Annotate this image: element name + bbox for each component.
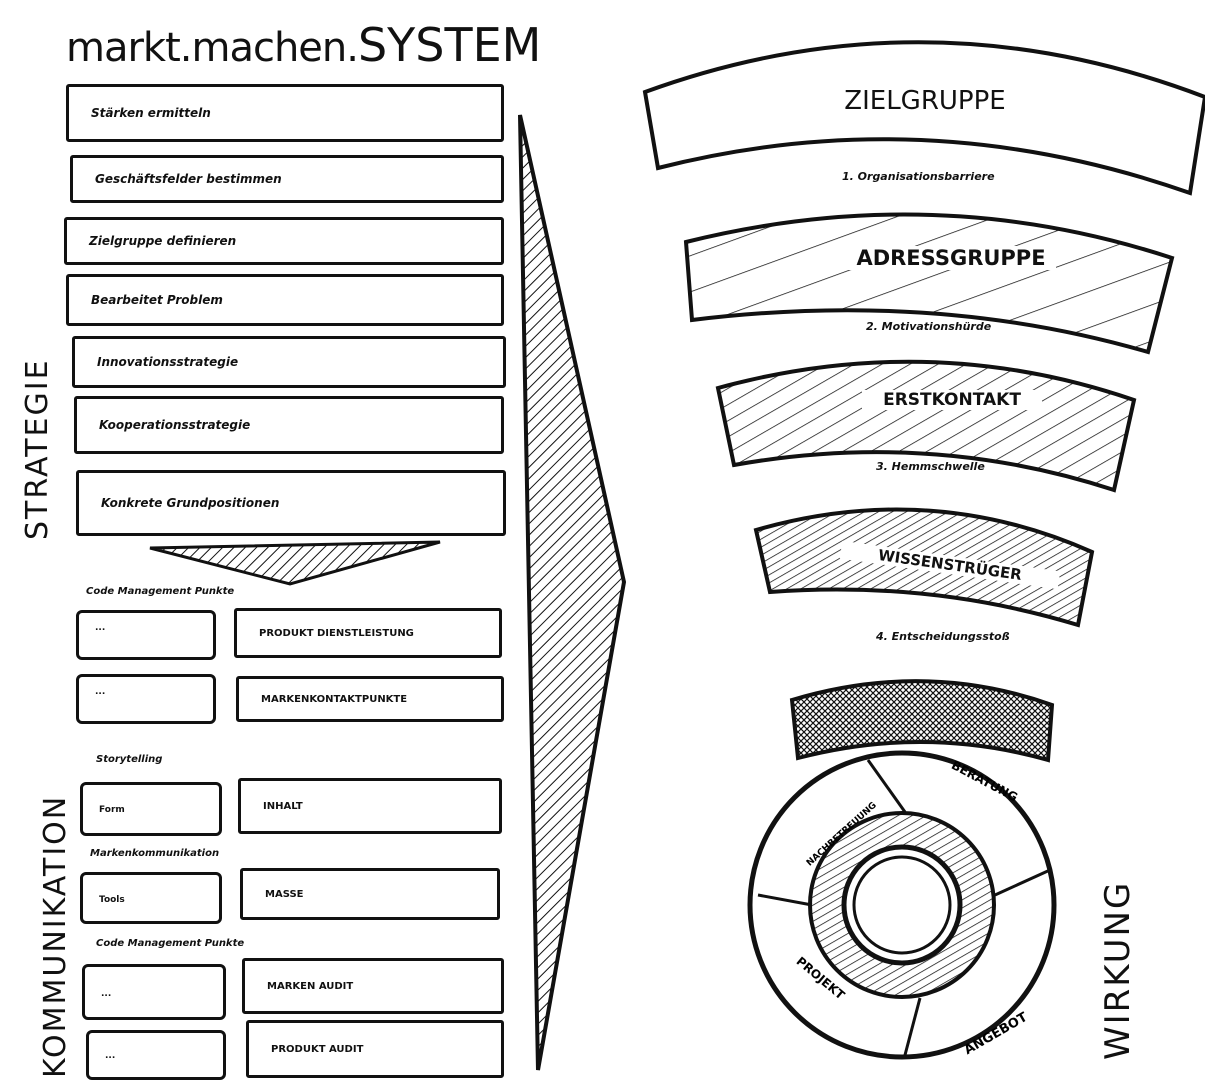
- comm-left-box: Form: [80, 782, 222, 836]
- cycle-inner-ring: [844, 847, 960, 963]
- comm-right-box: PRODUKT DIENSTLEISTUNG: [234, 608, 502, 658]
- comm-left-box: ...: [76, 674, 216, 724]
- comm-right-box: MARKENKONTAKTPUNKTE: [236, 676, 504, 722]
- comm-section-label: Storytelling: [96, 754, 162, 765]
- barrier-note: 1. Organisationsbarriere: [842, 170, 995, 183]
- comm-right-box: MASSE: [240, 868, 500, 920]
- funnel-label-adressgruppe: ADRESSGRUPPE: [846, 246, 1056, 270]
- comm-right-label: INHALT: [263, 801, 303, 812]
- comm-left-box: ...: [86, 1030, 226, 1080]
- barrier-note: 4. Entscheidungsstoß: [876, 630, 1010, 643]
- comm-right-label: PRODUKT AUDIT: [271, 1044, 363, 1055]
- comm-right-box: INHALT: [238, 778, 502, 834]
- comm-left-box: ...: [82, 964, 226, 1020]
- comm-right-box: PRODUKT AUDIT: [246, 1020, 504, 1078]
- comm-right-label: MARKEN AUDIT: [267, 981, 353, 992]
- comm-right-label: PRODUKT DIENSTLEISTUNG: [259, 628, 414, 639]
- comm-left-box: Tools: [80, 872, 222, 924]
- comm-right-label: MASSE: [265, 889, 303, 900]
- comm-right-box: MARKEN AUDIT: [242, 958, 504, 1014]
- funnel-label-erstkontakt: ERSTKONTAKT: [862, 390, 1042, 410]
- comm-section-label: Code Management Punkte: [86, 586, 234, 597]
- comm-section-label: Code Management Punkte: [96, 938, 244, 949]
- funnel-label-zielgruppe: ZIELGRUPPE: [820, 86, 1030, 116]
- comm-left-box: ...: [76, 610, 216, 660]
- big-right-arrow: [520, 115, 624, 1070]
- down-triangle-arrow: [150, 542, 440, 584]
- barrier-note: 2. Motivationshürde: [866, 320, 991, 333]
- funnel-stage-top: [792, 681, 1052, 760]
- barrier-note: 3. Hemmschwelle: [876, 460, 985, 473]
- comm-right-label: MARKENKONTAKTPUNKTE: [261, 694, 407, 705]
- comm-section-label: Markenkommunikation: [90, 848, 219, 859]
